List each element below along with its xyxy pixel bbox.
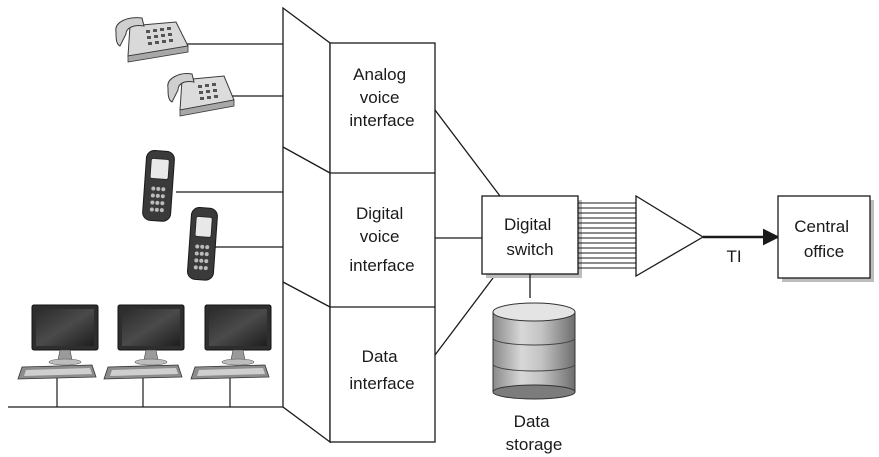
stack-divider-side-1 bbox=[282, 146, 331, 174]
multiplexer-triangle bbox=[635, 194, 705, 278]
cordless-handset-icon bbox=[142, 150, 175, 222]
interface-stack-front bbox=[329, 42, 436, 443]
desktop-computer-icon bbox=[17, 304, 99, 380]
device-connection-lines bbox=[8, 43, 283, 408]
data-to-switch-line bbox=[434, 277, 494, 356]
desk-phone-icon bbox=[115, 17, 189, 63]
desk-phone-icon bbox=[167, 73, 235, 117]
data-storage-icon bbox=[492, 302, 576, 400]
t1-trunk-label: TI bbox=[726, 247, 741, 266]
data-interface-label: Data interface bbox=[349, 347, 414, 393]
central-office-label: Central office bbox=[794, 217, 854, 261]
desktop-computer-icon bbox=[190, 304, 272, 380]
digital-switch-box bbox=[481, 195, 579, 275]
interface-stack-side-face bbox=[282, 6, 331, 444]
digital-switch-label: Digital switch bbox=[504, 215, 556, 259]
analog-to-switch-line bbox=[434, 109, 501, 197]
stack-to-switch-lines bbox=[434, 109, 501, 356]
digital-voice-interface-label: Digital voice interface bbox=[349, 204, 414, 275]
stack-divider-side-2 bbox=[282, 281, 331, 308]
analog-voice-interface-label: Analog voice interface bbox=[349, 65, 414, 130]
central-office-box bbox=[777, 195, 871, 279]
data-storage-label: Data storage bbox=[506, 412, 563, 454]
multiplexed-channel-lines bbox=[578, 202, 636, 269]
desktop-computer-icon bbox=[103, 304, 185, 380]
interface-stack bbox=[282, 6, 436, 444]
cordless-handset-icon bbox=[187, 207, 218, 281]
